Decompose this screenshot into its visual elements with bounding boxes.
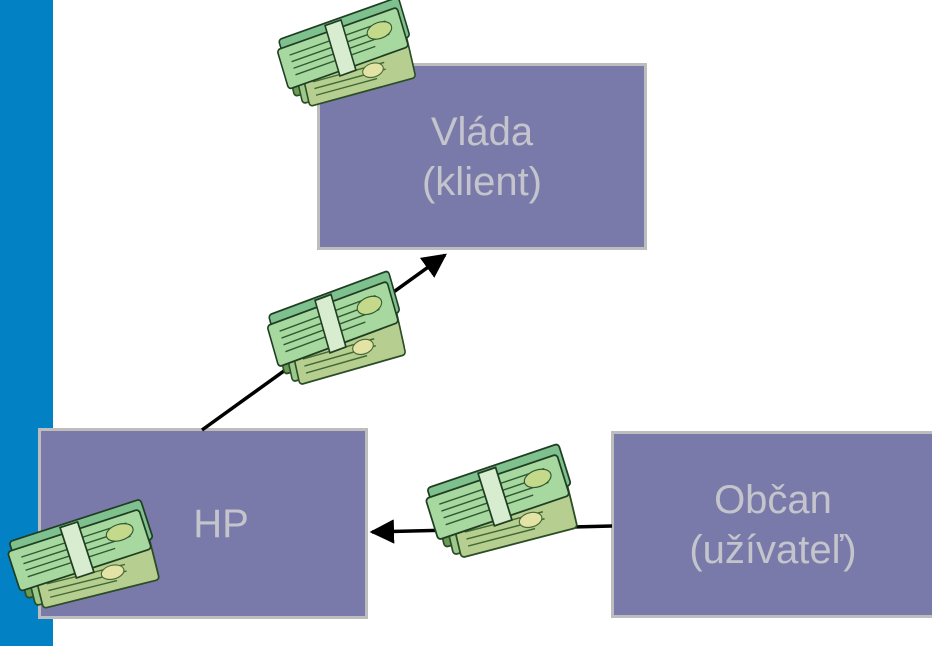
hp-label: HP <box>193 501 249 546</box>
money-stack-icon <box>3 498 161 613</box>
government-node: Vláda (klient) <box>317 63 647 250</box>
money-stack-icon <box>263 269 407 390</box>
government-label: Vláda (klient) <box>421 109 543 204</box>
citizen-label: Občan (užívateľ) <box>689 477 857 572</box>
citizen-node: Občan (užívateľ) <box>611 431 932 618</box>
money-stack-icon <box>273 0 417 111</box>
money-stack-icon <box>421 442 579 563</box>
